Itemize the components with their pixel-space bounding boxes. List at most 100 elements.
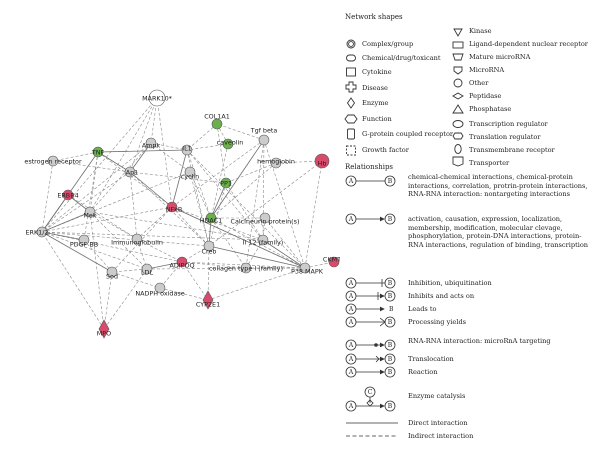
legend-disease-label: Disease [362, 84, 388, 92]
node-b-label: B [389, 306, 394, 313]
indirect-edge-il1-creb [186, 149, 210, 247]
indirect-edge-col1a1-pp1 [216, 123, 227, 184]
rel-leads-to-symbol: A B [345, 303, 394, 315]
transmembrane-receptor-icon [454, 144, 462, 154]
indirect-edge-p38-ldl [146, 267, 306, 270]
nuclear-receptor-icon [452, 41, 464, 49]
indirect-edge-nfkb-immuno [136, 206, 173, 240]
direct-edge-tgfb-hdac [210, 139, 265, 219]
rel-enzyme-catalysis-symbol: C A B [345, 386, 396, 412]
legend-transporter-label: Transporter [469, 159, 510, 167]
indirect-edge-pp1-creb [208, 182, 227, 247]
legend-kinase-label: Kinase [469, 27, 492, 35]
node-erk: ERK1/2 [26, 226, 49, 238]
node-ckmt2-shape [328, 256, 340, 268]
indirect-edge-hemoglobin-pp1 [225, 162, 277, 184]
direct-edge-ap1-tnf [97, 151, 131, 173]
indirect-edge-ampk-il1 [150, 142, 188, 151]
node-cyclin-shape [184, 166, 196, 178]
node-hb-label: Hb [318, 160, 327, 168]
node-mark10: MARK10* [142, 89, 172, 107]
indirect-edge-col1a1-il1 [186, 123, 218, 151]
node-adipoq-label: ADIPOQ [169, 262, 194, 270]
indirect-edge-hb-p38 [304, 160, 323, 269]
indirect-edge-ampk-mek [89, 142, 152, 213]
node-cyp2e1-shape [202, 290, 214, 310]
rel-reaction-symbol: A B [345, 366, 396, 378]
indirect-edge-erk-nfkb [41, 206, 173, 233]
indirect-edge-estrogen-ap1 [52, 160, 131, 173]
node-b-label: B [388, 369, 393, 376]
node-hb-shape [314, 153, 330, 169]
indirect-edge-mpo-mek [89, 211, 105, 330]
node-a-label: A [348, 216, 354, 223]
transcription-regulator-icon [452, 120, 464, 128]
direct-edge-ampk-ap1 [129, 142, 152, 173]
node-ampk-label: Ampk [142, 142, 161, 150]
direct-edge-erk-sod [41, 231, 113, 273]
legend-mature-microrna-label: Mature microRNA [469, 53, 531, 61]
node-caveolin-shape [222, 138, 234, 150]
mature-microrna-icon [452, 53, 464, 61]
network-shapes-title: Network shapes [345, 13, 403, 21]
legend-gpcr-label: G-protein coupled receptor [362, 130, 454, 138]
direct-edge-erk-pdgf [41, 231, 85, 241]
indirect-edge-ampk-cyclin [150, 142, 191, 173]
node-ampk-shape [145, 137, 157, 149]
node-ldl: LDL [141, 263, 153, 277]
indirect-edge-nfkb-il12 [171, 206, 264, 241]
indirect-edge-pp1-il12 [225, 182, 264, 241]
legend-transcription-regulator-label: Transcription regulator [469, 120, 548, 128]
node-a-label: A [348, 280, 354, 287]
direct-edge-p38-creb [208, 245, 306, 269]
node-p38-shape [299, 262, 311, 274]
node-cyp2e1: CYP2E1 [196, 290, 220, 310]
node-nfkb-shape [166, 201, 178, 213]
node-mark10-label: MARK10* [142, 95, 172, 103]
node-col1a1: COL1A1 [204, 113, 230, 130]
node-erk-label: ERK1/2 [26, 229, 49, 237]
direct-edge-erk-erbb4 [41, 194, 69, 233]
rel-leads-to-text: Leads to [408, 305, 437, 313]
node-hdac-label: HDAC1 [200, 217, 222, 225]
node-nfkb: NFkB [166, 201, 182, 214]
legend-other-label: Other [469, 79, 489, 87]
indirect-edge-adipoq-nadph [159, 261, 183, 289]
node-sod-shape [106, 266, 118, 278]
node-cyp2e1-label: CYP2E1 [196, 301, 220, 309]
node-hb: Hb [314, 153, 330, 169]
rel-translocation-symbol: A B [345, 353, 396, 365]
node-hemoglobin-shape [270, 157, 282, 169]
indirect-edge-mark10-ap1 [129, 97, 158, 173]
node-pp1-shape [220, 177, 232, 189]
legend-microrna-label: MicroRNA [469, 66, 505, 74]
rel-enzyme-catalysis-text: Enzyme catalysis [408, 392, 466, 400]
node-pdgf-shape [78, 234, 90, 246]
other-icon [453, 78, 463, 88]
node-pp1: PP1 [220, 177, 232, 189]
node-estrogen: estrogen receptor [24, 155, 82, 167]
node-erbb4-shape [62, 189, 74, 201]
node-p38-label: P38 MAPK [291, 268, 324, 276]
direct-edge-erk-mek [41, 211, 91, 233]
node-immuno: Immunoglobulin [111, 233, 163, 247]
node-b-label: B [388, 356, 393, 363]
relationship-symbols: A B A B A B A B A B A B [345, 175, 398, 437]
node-a-label: A [348, 403, 354, 410]
node-ldl-shape [141, 263, 153, 275]
enzyme-icon [346, 97, 356, 109]
indirect-edge-tgfb-col1a1 [216, 123, 265, 141]
legend-cytokine-label: Cytokine [362, 68, 392, 76]
legend-function-label: Function [362, 115, 392, 123]
rel-plain-text: chemical-chemical interactions, chemical… [408, 173, 588, 199]
indirect-edge-sod-nadph [111, 271, 161, 289]
node-a-label: A [348, 369, 354, 376]
indirect-edge-ldl-sod [111, 268, 148, 273]
indirect-edge-cyclin-hdac [189, 171, 212, 219]
indirect-edge-p38-cyp2e1 [207, 267, 306, 301]
node-tnf: TNF [91, 146, 104, 158]
node-tnf-shape [92, 146, 104, 158]
indirect-edge-ap1-erk [41, 171, 131, 233]
node-caveolin: caveolin [217, 138, 243, 150]
